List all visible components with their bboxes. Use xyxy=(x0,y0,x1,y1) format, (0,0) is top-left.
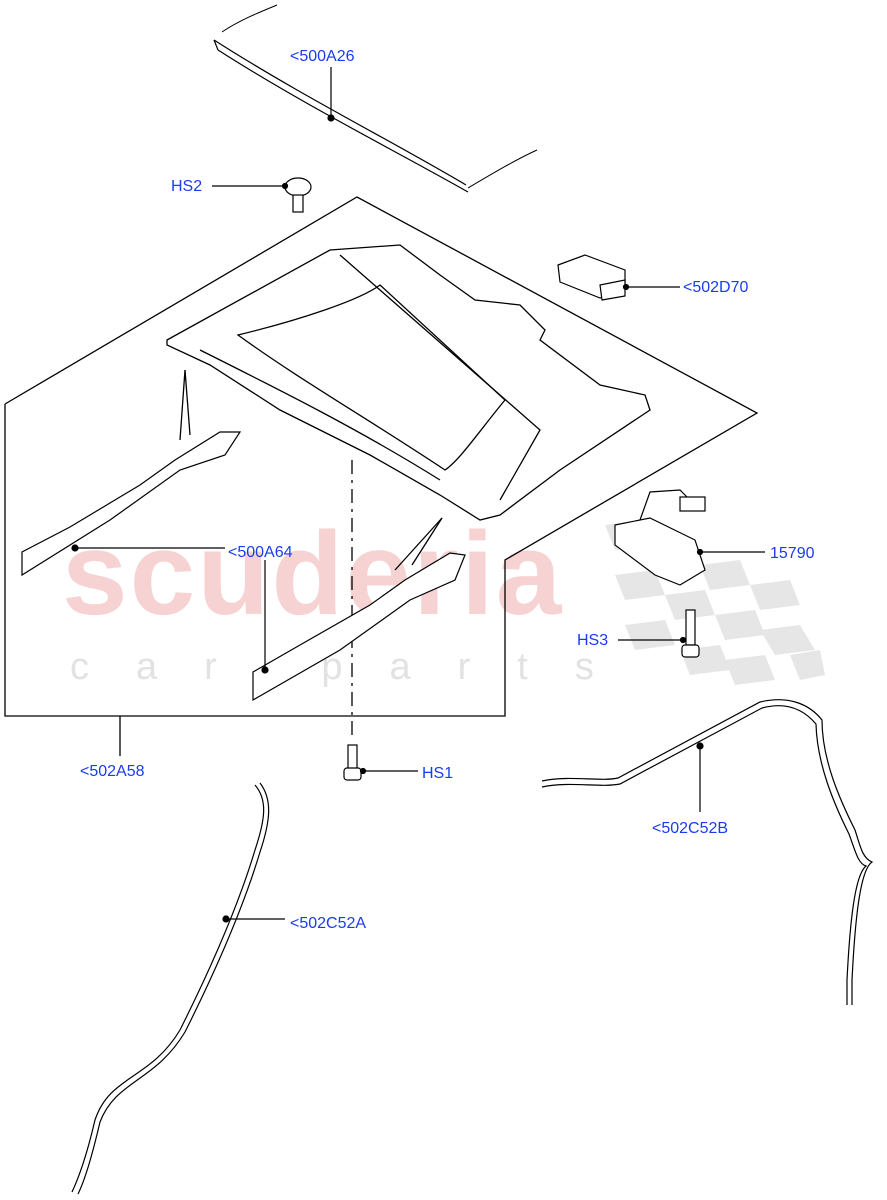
callout-502C52B[interactable]: <502C52B xyxy=(652,820,729,837)
sunroof-frame-drawing xyxy=(166,244,651,735)
callout-500A64[interactable]: <500A64 xyxy=(228,544,293,561)
screw-hs2-drawing xyxy=(212,177,312,213)
side-brackets-drawing xyxy=(21,431,466,702)
callout-15790[interactable]: 15790 xyxy=(770,545,815,562)
callout-502A58[interactable]: <502A58 xyxy=(80,763,145,780)
callout-HS3[interactable]: HS3 xyxy=(577,632,609,649)
assembly-outline xyxy=(4,196,759,756)
callout-502C52A[interactable]: <502C52A xyxy=(290,915,367,932)
drain-tube-a-drawing xyxy=(71,782,285,1195)
callout-HS2[interactable]: HS2 xyxy=(171,178,203,195)
callout-502D70[interactable]: <502D70 xyxy=(683,279,749,296)
drain-tube-b-drawing xyxy=(541,699,874,1005)
callout-500A26[interactable]: <500A26 xyxy=(290,48,355,65)
bolt-hs1-drawing xyxy=(343,744,418,781)
watermark-brand: scuderia xyxy=(62,508,564,640)
front-seal-drawing xyxy=(213,4,538,193)
callout-HS1[interactable]: HS1 xyxy=(422,765,454,782)
motor-drawing xyxy=(614,489,765,586)
checker-watermark-icon xyxy=(605,520,825,685)
control-module-drawing xyxy=(557,254,680,301)
bolt-hs3-drawing xyxy=(618,609,700,658)
